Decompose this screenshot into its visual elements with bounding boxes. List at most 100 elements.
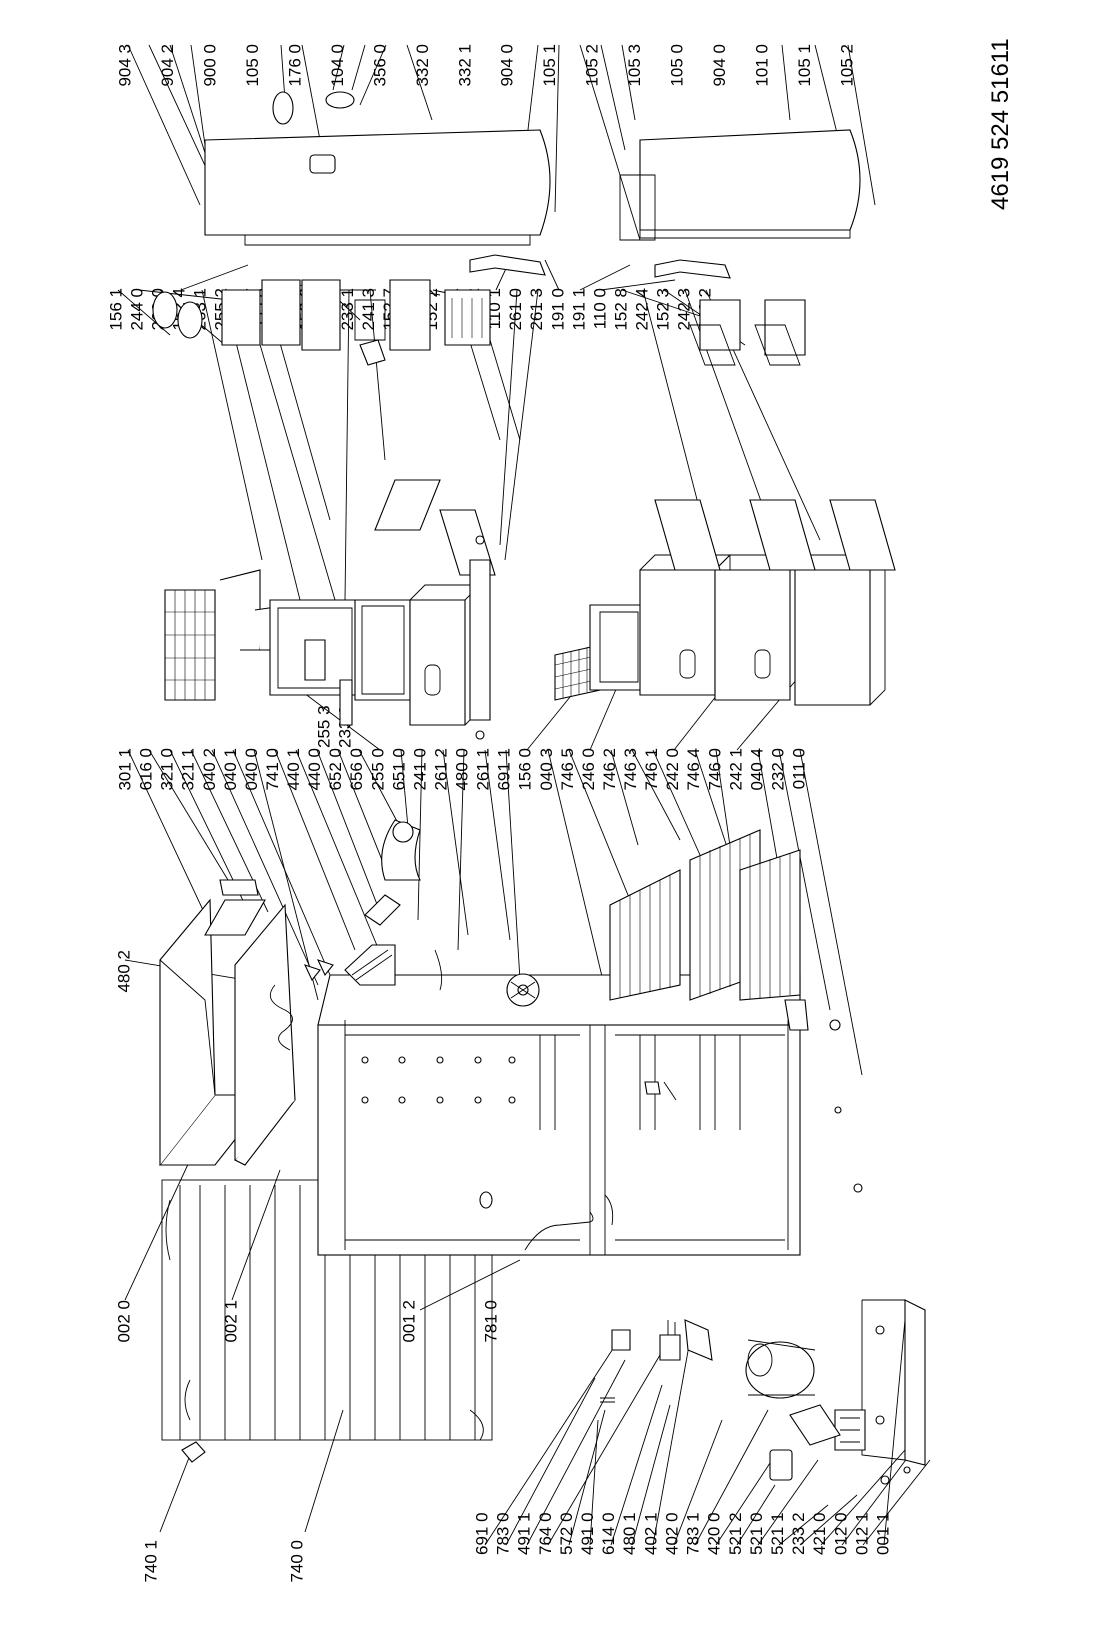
door-logo-176-0 xyxy=(272,91,294,125)
evaporator-plates-746 xyxy=(609,829,801,1001)
part-number-label: 746 1 xyxy=(642,748,661,791)
part-number-label: 040 2 xyxy=(200,748,219,791)
part-number-label: 191 1 xyxy=(569,288,588,331)
part-number-label: 691 1 xyxy=(495,748,514,791)
part-number-label: 480 0 xyxy=(452,748,471,791)
part-number-label: 781 0 xyxy=(481,1300,500,1343)
glass-shelf-255-0 xyxy=(354,599,411,701)
cover-491-1 xyxy=(611,1329,631,1351)
lamp-cover-301-1 xyxy=(204,899,266,936)
shelf-divider-152-5 xyxy=(354,299,386,366)
part-number-label: 232 0 xyxy=(768,748,787,791)
condenser-clip-740-1 xyxy=(181,1441,206,1463)
hinge-040-4 xyxy=(784,999,841,1031)
part-number-label: 002 1 xyxy=(221,1300,240,1343)
part-number-label: 420 0 xyxy=(705,1512,724,1555)
part-number-label: 255 0 xyxy=(368,748,387,791)
rail-261 xyxy=(469,535,491,740)
cover-521-2 xyxy=(789,1404,841,1446)
part-number-label: 242 3 xyxy=(674,288,693,331)
part-number-label: 740 0 xyxy=(287,1540,306,1583)
part-number-label: 656 0 xyxy=(347,748,366,791)
side-panel-002-1 xyxy=(234,903,296,1166)
part-number-label: 040 0 xyxy=(242,748,261,791)
part-number-label: 012 1 xyxy=(852,1512,871,1555)
part-number-label: 246 0 xyxy=(579,748,598,791)
fridge-door-104-0 xyxy=(204,129,551,246)
part-number-label: 746 4 xyxy=(684,748,703,791)
part-number-label: 105 1 xyxy=(795,44,814,87)
part-number-label: 002 0 xyxy=(114,1300,133,1343)
part-number-label: 440 0 xyxy=(305,748,324,791)
part-number-label: 521 1 xyxy=(768,1512,787,1555)
part-number-label: 321 1 xyxy=(179,748,198,791)
part-number-label: 746 0 xyxy=(705,748,724,791)
cabinet xyxy=(317,974,801,1256)
part-number-label: 652 0 xyxy=(326,748,345,791)
part-number-label: 480 1 xyxy=(620,1512,639,1555)
part-number-label: 616 0 xyxy=(137,748,156,791)
part-number-label: 746 2 xyxy=(600,748,619,791)
relay-box-521-1 xyxy=(834,1409,866,1451)
part-number-label: 691 0 xyxy=(472,1512,491,1555)
part-number-label: 104 0 xyxy=(328,44,347,87)
part-number-label: 001 2 xyxy=(399,1300,418,1343)
part-number-label: 001 1 xyxy=(873,1512,892,1555)
part-number-label: 904 0 xyxy=(710,44,729,87)
part-number-label: 040 3 xyxy=(537,748,556,791)
part-number-label: 242 0 xyxy=(663,748,682,791)
part-number-label: 105 2 xyxy=(837,44,856,87)
part-number-label: 402 0 xyxy=(662,1512,681,1555)
part-number-label: 233 2 xyxy=(789,1512,808,1555)
label-column-side-panels: 002 0 002 1 xyxy=(114,1300,240,1343)
fan-cover-651-0 xyxy=(381,819,421,881)
part-number-label: 152 3 xyxy=(653,288,672,331)
part-number-label: 261 2 xyxy=(431,748,450,791)
part-number-label: 176 0 xyxy=(285,44,304,87)
part-number-label: 156 0 xyxy=(516,748,535,791)
part-number-label: 740 1 xyxy=(141,1540,160,1583)
freezer-door-shelf-152-8 xyxy=(689,324,801,366)
freezer-door-101-0 xyxy=(639,129,861,239)
part-number-label: 301 1 xyxy=(115,748,134,791)
part-number-label: 332 0 xyxy=(413,44,432,87)
part-number-label: 241 0 xyxy=(410,748,429,791)
profile-233-0 xyxy=(304,639,353,726)
part-number-label: 241 3 xyxy=(359,288,378,331)
document-number: 4619 524 51611 xyxy=(987,38,1014,210)
part-number-label: 105 2 xyxy=(583,44,602,87)
part-number-label: 244 0 xyxy=(127,288,146,331)
cable-480-0 xyxy=(434,949,443,991)
part-number-label: 105 0 xyxy=(668,44,687,87)
cable-480-2 xyxy=(269,984,293,1051)
part-number-label: 764 0 xyxy=(536,1512,555,1555)
part-number-label: 783 0 xyxy=(494,1512,513,1555)
part-number-label: 480 2 xyxy=(114,950,133,993)
label-column-tube: 001 2 781 0 xyxy=(399,1300,500,1343)
leader-lines xyxy=(117,44,931,1546)
part-number-label: 904 2 xyxy=(158,44,177,87)
handle-110 xyxy=(469,254,731,279)
hinge-040 xyxy=(303,959,334,982)
egg-trays-156-1 xyxy=(152,291,203,339)
part-number-label: 261 1 xyxy=(474,748,493,791)
crisper-cover-241-1 xyxy=(439,509,496,576)
part-number-label: 900 0 xyxy=(200,44,219,87)
part-number-label: 321 0 xyxy=(158,748,177,791)
part-number-label: 101 0 xyxy=(753,44,772,87)
glass-cover-241-3 xyxy=(374,479,441,531)
part-number-label: 011 0 xyxy=(789,748,808,789)
label-column-condenser: 740 1 740 0 xyxy=(141,1540,306,1583)
part-number-label: 491 0 xyxy=(578,1512,597,1555)
compressor-402-0 xyxy=(745,1339,816,1399)
part-number-label: 356 0 xyxy=(370,44,389,87)
thermostat-764-0 xyxy=(659,1320,681,1361)
part-number-label: 105 1 xyxy=(540,44,559,87)
part-number-label: 440 1 xyxy=(284,748,303,791)
screws-012 xyxy=(834,1106,911,1485)
part-number-label: 651 0 xyxy=(389,748,408,791)
